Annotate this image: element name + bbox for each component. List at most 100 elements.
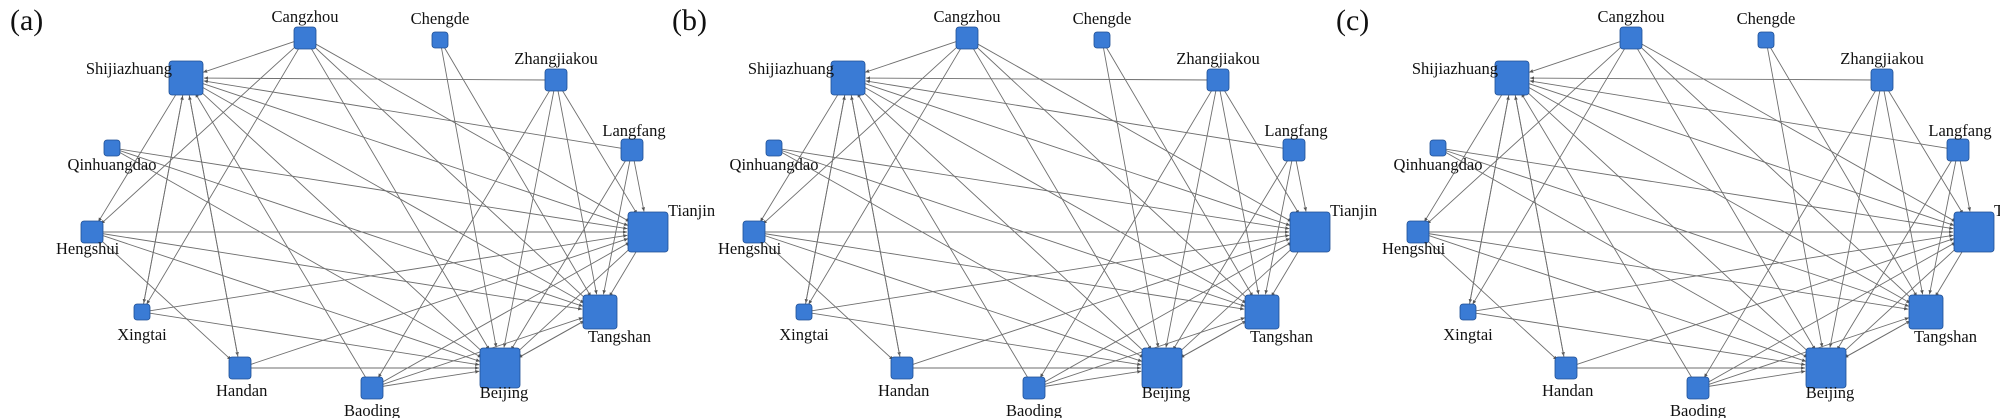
- node-zhangjiakou: [1870, 68, 1894, 92]
- node-label-tangshan: Tangshan: [1250, 327, 1313, 346]
- edge-chengde-tangshan: [1768, 43, 1918, 297]
- panel-label: (a): [10, 4, 43, 37]
- edge-chengde-tangshan: [442, 43, 592, 297]
- edge-zhangjiakou-tianjin: [559, 85, 638, 215]
- edge-tangshan-beijing: [1844, 316, 1918, 359]
- node-zhangjiakou: [544, 68, 568, 92]
- edge-handan-tianjin: [908, 238, 1291, 367]
- edge-zhangjiakou-shijiazhuang: [865, 76, 1212, 81]
- node-label-beijing: Beijing: [1806, 383, 1855, 402]
- edge-hengshui-beijing: [1424, 233, 1807, 362]
- edge-hengshui-tangshan: [98, 232, 583, 311]
- node-label-beijing: Beijing: [480, 383, 529, 402]
- edge-cangzhou-shijiazhuang: [1528, 39, 1625, 73]
- nodes-group: BeijingTianjinTangshanShijiazhuangCangzh…: [1382, 7, 2000, 418]
- edge-zhangjiakou-tianjin: [1221, 85, 1300, 215]
- node-label-tianjin: Tianjin: [1994, 201, 2000, 220]
- edge-qinhuangdao-tangshan: [1442, 149, 1910, 307]
- edge-qinhuangdao-tianjin: [1442, 148, 1954, 230]
- edge-langfang-shijiazhuang: [865, 79, 1288, 150]
- edge-langfang-tianjin: [1294, 156, 1307, 212]
- node-chengde: [431, 31, 449, 49]
- edge-shijiazhuang-tangshan: [194, 82, 585, 304]
- node-label-beijing: Beijing: [1142, 383, 1191, 402]
- network-panel-b: (b)BeijingTianjinTangshanShijiazhuangCan…: [672, 4, 1377, 418]
- edge-cangzhou-xingtai: [808, 43, 964, 305]
- node-baoding: [1022, 376, 1046, 400]
- edge-qinhuangdao-tianjin: [778, 148, 1290, 230]
- node-langfang: [620, 138, 644, 162]
- edge-hengshui-beijing: [760, 233, 1143, 362]
- edge-langfang-tangshan: [602, 156, 632, 295]
- node-label-handan: Handan: [216, 381, 267, 400]
- edges-group: [96, 39, 645, 388]
- edge-cangzhou-beijing: [970, 43, 1152, 351]
- edge-cangzhou-hengshui: [762, 42, 963, 225]
- edge-chengde-tangshan: [1104, 43, 1254, 297]
- node-baoding: [1686, 376, 1710, 400]
- node-handan: [890, 356, 914, 380]
- edge-xingtai-tianjin: [1472, 234, 1954, 312]
- edge-shijiazhuang-tangshan: [1520, 82, 1911, 304]
- node-label-baoding: Baoding: [1670, 401, 1726, 418]
- node-label-zhangjiakou: Zhangjiakou: [1176, 49, 1259, 68]
- edge-tangshan-beijing: [518, 316, 592, 359]
- node-cangzhou: [1619, 26, 1643, 50]
- edge-cangzhou-beijing: [308, 43, 490, 351]
- node-handan: [1554, 356, 1578, 380]
- node-xingtai: [795, 303, 813, 321]
- edge-xingtai-shijiazhuang: [142, 95, 184, 308]
- edge-langfang-shijiazhuang: [203, 79, 626, 150]
- node-tianjin: [1953, 211, 1995, 253]
- edge-handan-tianjin: [246, 238, 629, 367]
- edge-hengshui-handan: [96, 236, 232, 361]
- edge-handan-shijiazhuang: [850, 95, 902, 362]
- edge-beijing-tianjin: [508, 245, 633, 361]
- node-label-zhangjiakou: Zhangjiakou: [514, 49, 597, 68]
- edge-handan-shijiazhuang: [188, 95, 240, 362]
- edge-chengde-beijing: [440, 44, 498, 348]
- node-label-xingtai: Xingtai: [1443, 325, 1493, 344]
- edge-beijing-tianjin: [1834, 245, 1959, 361]
- node-label-tangshan: Tangshan: [588, 327, 651, 346]
- edge-shijiazhuang-tianjin: [1521, 80, 1955, 226]
- node-label-hengshui: Hengshui: [1382, 239, 1446, 258]
- nodes-group: BeijingTianjinTangshanShijiazhuangCangzh…: [56, 7, 715, 418]
- edge-zhangjiakou-shijiazhuang: [1529, 76, 1876, 81]
- node-baoding: [360, 376, 384, 400]
- edge-beijing-tianjin: [1170, 245, 1295, 361]
- node-shijiazhuang: [168, 60, 204, 96]
- edge-shijiazhuang-tianjin: [195, 80, 629, 226]
- node-label-cangzhou: Cangzhou: [934, 7, 1001, 26]
- edge-langfang-beijing: [510, 155, 629, 351]
- edge-zhangjiakou-tangshan: [1882, 86, 1924, 295]
- network-panel-c: (c)BeijingTianjinTangshanShijiazhuangCan…: [1336, 4, 2000, 418]
- node-tianjin: [1289, 211, 1331, 253]
- edge-xingtai-shijiazhuang: [804, 95, 846, 308]
- edge-langfang-tianjin: [1958, 156, 1971, 212]
- edge-cangzhou-tangshan: [309, 42, 588, 301]
- node-langfang: [1282, 138, 1306, 162]
- edge-tangshan-beijing: [1180, 316, 1254, 359]
- node-label-chengde: Chengde: [1073, 9, 1132, 28]
- node-hengshui: [742, 220, 766, 244]
- node-label-shijiazhuang: Shijiazhuang: [748, 59, 834, 78]
- edge-baoding-tianjin: [377, 241, 630, 386]
- edge-zhangjiakou-tangshan: [1218, 86, 1260, 295]
- edge-chengde-beijing: [1766, 44, 1824, 348]
- node-label-langfang: Langfang: [1264, 121, 1327, 140]
- network-panel-a: (a) BeijingTianjinTangshanShijiazhuangCan…: [10, 4, 715, 418]
- edge-shijiazhuang-hengshui: [1423, 86, 1508, 223]
- edge-xingtai-tianjin: [808, 234, 1290, 312]
- node-cangzhou: [293, 26, 317, 50]
- node-langfang: [1946, 138, 1970, 162]
- node-cangzhou: [955, 26, 979, 50]
- edge-cangzhou-hengshui: [1426, 42, 1627, 225]
- edge-hengshui-tangshan: [760, 232, 1245, 311]
- node-label-handan: Handan: [1542, 381, 1593, 400]
- edge-cangzhou-xingtai: [1472, 43, 1628, 305]
- node-xingtai: [1459, 303, 1477, 321]
- panel-label: (c): [1336, 4, 1369, 37]
- nodes-group: BeijingTianjinTangshanShijiazhuangCangzh…: [718, 7, 1377, 418]
